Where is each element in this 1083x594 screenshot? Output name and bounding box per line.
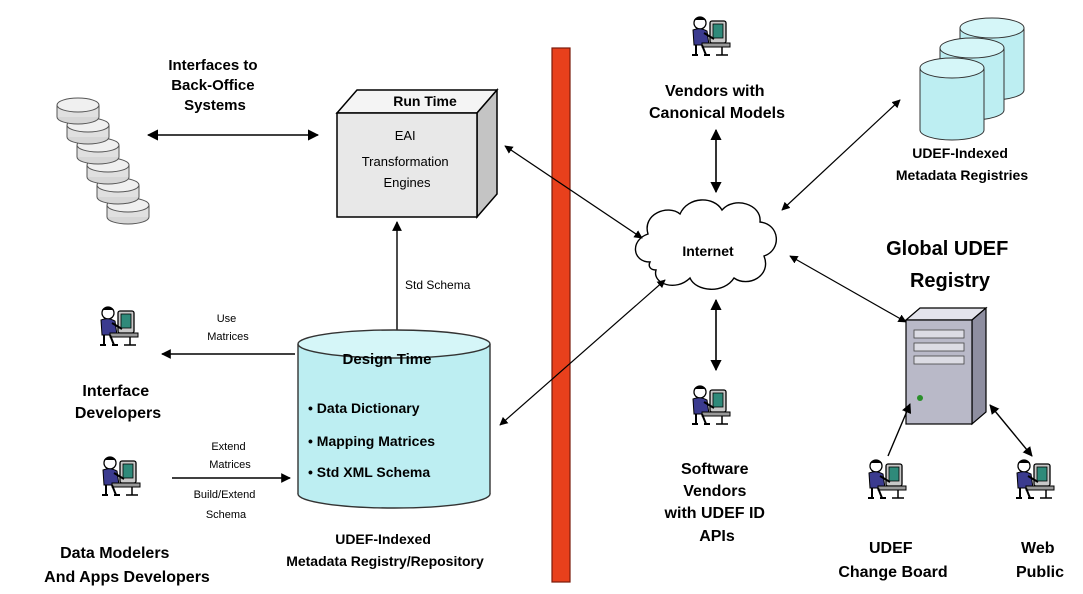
runtime-body: EAI Transformation Engines [362, 128, 453, 190]
std-schema-label: Std Schema [405, 278, 471, 292]
data-modeler-person-icon [101, 456, 141, 496]
interface-developer-person-icon [99, 306, 139, 346]
web-public-person-icon [1015, 459, 1055, 499]
vendor-person-icon [691, 16, 731, 56]
designtime-internet-arrow [499, 279, 666, 426]
software-vendors-label: Software Vendors with UDEF ID APIs [664, 461, 770, 545]
use-matrices-label: Use Matrices [207, 313, 249, 343]
global-registry-label: Global UDEF Registry [886, 238, 1014, 292]
metadata-registries-cylinders [919, 17, 1025, 141]
interface-developers-label: Interface Developers [75, 383, 161, 422]
runtime-cube [335, 87, 499, 220]
back-office-disk-stack [56, 97, 150, 225]
design-time-caption: UDEF-Indexed Metadata Registry/Repositor… [286, 531, 484, 569]
internet-label: Internet [682, 243, 734, 259]
change-board-server-arrow [887, 403, 912, 457]
design-time-title: Design Time [343, 351, 432, 368]
change-board-person-icon [867, 459, 907, 499]
data-modelers-label: Data Modelers And Apps Developers [44, 545, 210, 586]
vendors-canonical-label: Vendors with Canonical Models [649, 83, 785, 122]
web-public-server-arrow [989, 404, 1033, 457]
firewall-bar [551, 47, 571, 583]
internet-cloud [634, 199, 778, 290]
change-board-label: UDEF Change Board [838, 540, 947, 581]
backoffice-label: Interfaces to Back-Office Systems [168, 57, 261, 114]
runtime-title: Run Time [393, 93, 457, 109]
web-public-label: Web Public [1016, 540, 1064, 581]
software-vendor-person-icon [691, 385, 731, 425]
registries-internet-arrow [781, 99, 901, 211]
runtime-internet-arrow [504, 145, 643, 239]
registries-label: UDEF-Indexed Metadata Registries [896, 145, 1028, 183]
build-extend-schema-label: Build/Extend Schema [194, 489, 259, 521]
global-registry-internet-arrow [789, 255, 907, 323]
server-tower-icon [904, 306, 988, 426]
design-time-items: • Data Dictionary • Mapping Matrices • S… [308, 400, 439, 480]
extend-matrices-label: Extend Matrices [209, 441, 251, 471]
design-time-cylinder [297, 329, 491, 509]
